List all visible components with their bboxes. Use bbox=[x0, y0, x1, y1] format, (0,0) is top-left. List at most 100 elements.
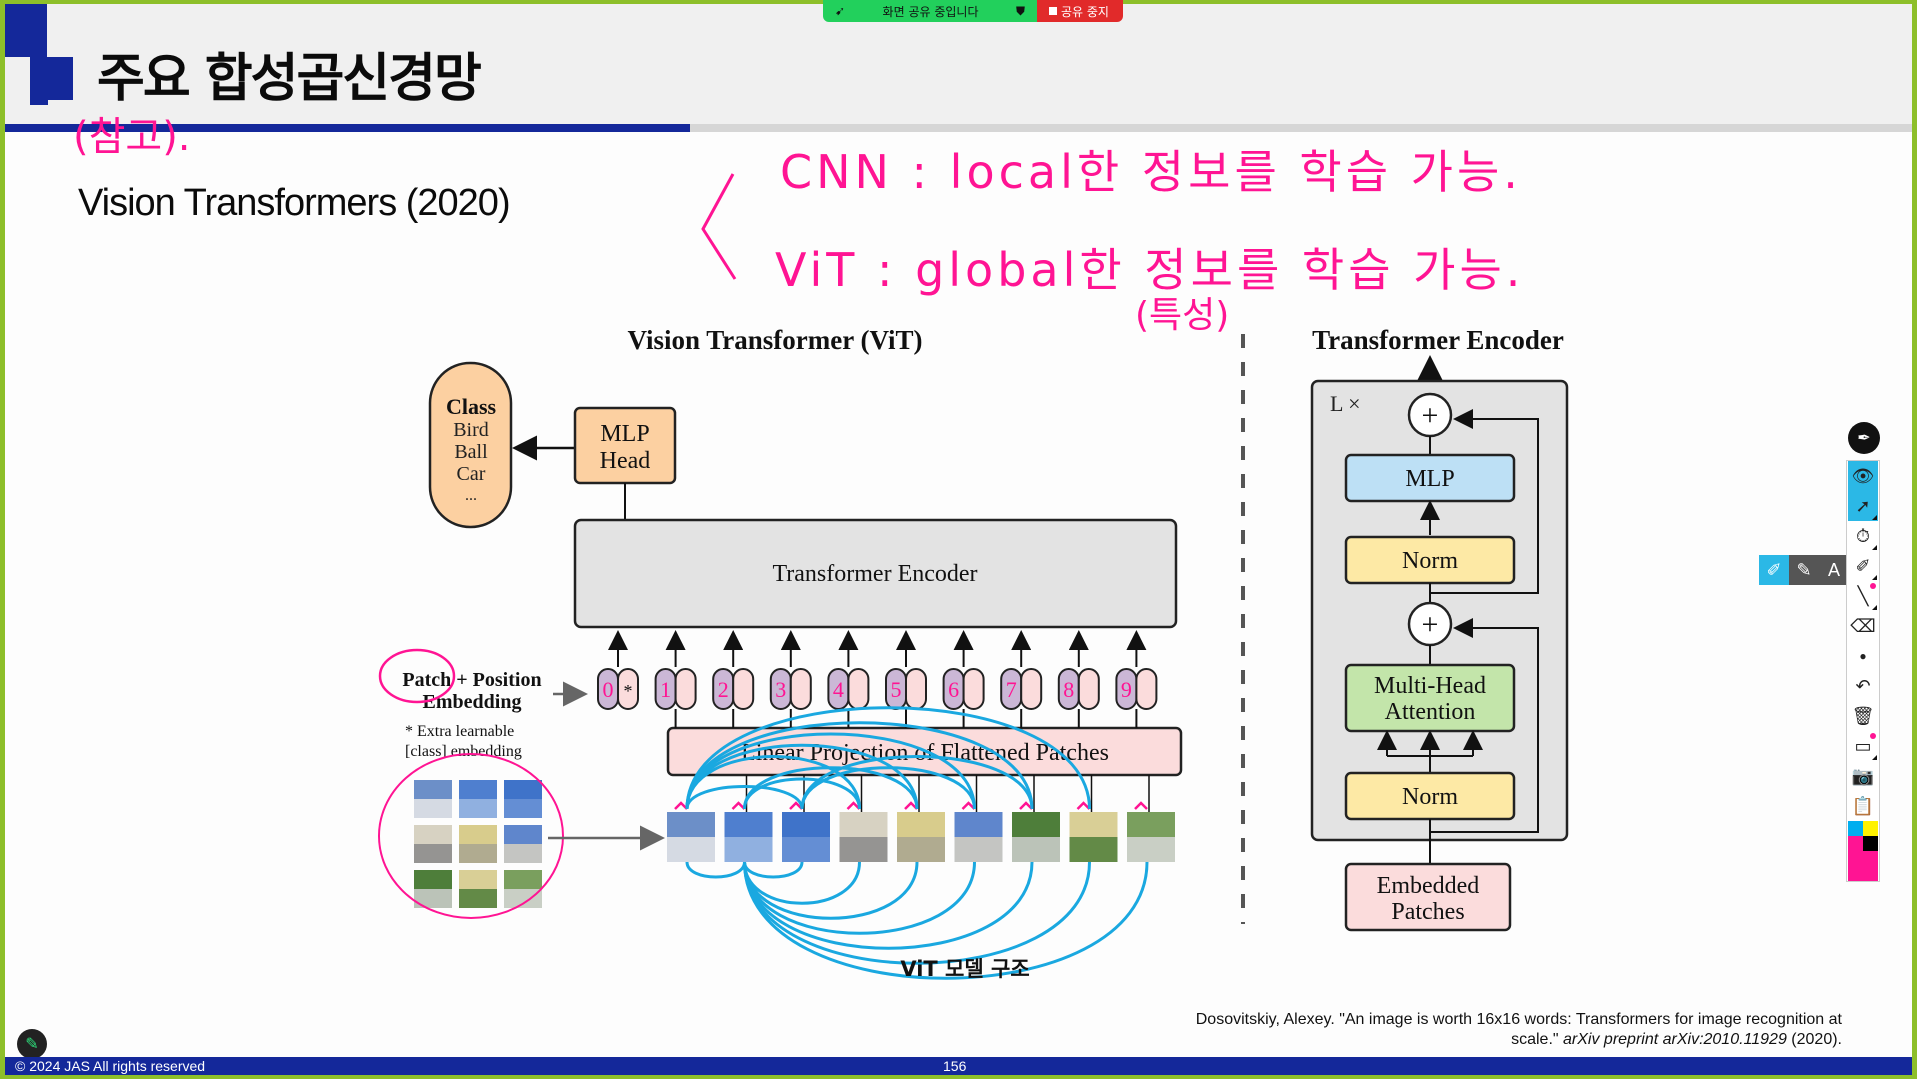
attention-block-label: Attention bbox=[1385, 699, 1476, 725]
image-patch bbox=[1012, 801, 1060, 862]
eye-icon: 👁 bbox=[1851, 465, 1875, 486]
highlighter-icon: ✐ bbox=[1855, 555, 1871, 576]
annotation-vit: ViT : global한 정보를 학습 가능. bbox=[775, 243, 1525, 297]
color-swatch-cyan[interactable] bbox=[1848, 821, 1863, 836]
dot-icon: ● bbox=[1859, 649, 1867, 663]
vit-diagram: Vision Transformer (ViT) Class Bird Ball… bbox=[378, 325, 1569, 981]
token-pair: 5 bbox=[885, 630, 927, 710]
token-pair: 3 bbox=[769, 630, 812, 710]
token-number: 5 bbox=[891, 677, 902, 702]
image-patch bbox=[897, 801, 945, 862]
patch-embedding bbox=[962, 668, 985, 710]
pin-icon[interactable]: ➹ bbox=[835, 4, 846, 18]
highlighter-pen-button[interactable]: ✐ bbox=[1759, 555, 1789, 585]
attention-curve bbox=[743, 861, 804, 879]
delete-button[interactable]: 🗑 bbox=[1848, 701, 1878, 731]
timer-button[interactable]: ⏱ bbox=[1848, 521, 1878, 551]
patch-embedding bbox=[1135, 668, 1158, 710]
grid-cell bbox=[459, 780, 497, 818]
color-swatch-black[interactable] bbox=[1863, 836, 1878, 851]
attention-curve bbox=[743, 766, 919, 810]
attention-block-label: Multi-Head bbox=[1374, 673, 1486, 699]
image-patch bbox=[954, 801, 1003, 862]
check-mark bbox=[904, 801, 918, 810]
patch-embedding bbox=[789, 668, 812, 710]
patch-embedding bbox=[674, 668, 697, 710]
stop-icon bbox=[1049, 7, 1057, 15]
citation-source: arXiv preprint arXiv:2010.11929 bbox=[1563, 1031, 1787, 1048]
token-number: 8 bbox=[1063, 677, 1074, 702]
attention-curve bbox=[800, 755, 1034, 810]
whiteboard-button[interactable]: ▭ bbox=[1848, 731, 1878, 761]
attention-curve bbox=[743, 861, 1149, 980]
clipboard-button[interactable]: 📋 bbox=[1848, 791, 1878, 821]
extra-note: * Extra learnable bbox=[405, 723, 514, 740]
grid-cell bbox=[504, 780, 542, 818]
camera-icon: 📷 bbox=[1851, 765, 1875, 786]
fountain-pen-icon: ✒ bbox=[1857, 430, 1871, 447]
attention-curve bbox=[743, 861, 1034, 950]
patch-embedding bbox=[847, 668, 870, 710]
token-number: 1 bbox=[660, 677, 671, 702]
token-pair: 8 bbox=[1057, 630, 1100, 710]
attention-curve bbox=[743, 861, 1091, 965]
check-mark bbox=[789, 801, 803, 810]
share-status: ➹ 화면 공유 중입니다 ⛊ bbox=[823, 0, 1037, 22]
embedding-label: Patch + Position bbox=[402, 669, 541, 691]
pen-size-button[interactable]: ● bbox=[1848, 641, 1878, 671]
mlp-head-label: Head bbox=[600, 448, 651, 474]
token-pair: 9 bbox=[1115, 630, 1158, 710]
embedding-label: Embedding bbox=[423, 691, 522, 713]
header-accent-bar bbox=[5, 124, 690, 132]
marker-button[interactable]: ✎ bbox=[1789, 555, 1819, 585]
patch-embedding bbox=[1077, 668, 1100, 710]
eraser-button[interactable]: ⌫ bbox=[1848, 611, 1878, 641]
token-pair: 7 bbox=[1000, 630, 1043, 710]
color-swatch-yellow[interactable] bbox=[1863, 821, 1878, 836]
class-item: Car bbox=[457, 463, 486, 485]
mlp-head-label: MLP bbox=[600, 421, 649, 447]
color-palette[interactable] bbox=[1848, 821, 1878, 881]
text-tool-button[interactable]: A bbox=[1819, 555, 1849, 585]
annotation-reference: (참고). bbox=[73, 114, 191, 160]
line-icon: ╲ bbox=[1857, 585, 1869, 606]
select-button[interactable]: ➚ bbox=[1848, 491, 1878, 521]
citation: Dosovitskiy, Alexey. "An image is worth … bbox=[1196, 1010, 1842, 1050]
image-patch bbox=[839, 801, 888, 862]
grid-cell bbox=[414, 780, 452, 818]
grid-cell bbox=[459, 870, 497, 908]
highlighter-icon: ✐ bbox=[1766, 559, 1782, 580]
image-patch bbox=[1127, 801, 1175, 862]
token-number: 6 bbox=[948, 677, 959, 702]
annotation-pen-button[interactable]: ✎ bbox=[17, 1029, 47, 1059]
annotation-circle-grid bbox=[378, 753, 564, 919]
pen-menu-button[interactable]: ✒ bbox=[1848, 422, 1880, 454]
logo-square bbox=[5, 4, 47, 57]
citation-line: scale." arXiv preprint arXiv:2010.11929 … bbox=[1196, 1030, 1842, 1050]
eraser-icon: ⌫ bbox=[1850, 615, 1876, 636]
screenshot-button[interactable]: 📷 bbox=[1848, 761, 1878, 791]
token-number: 9 bbox=[1121, 677, 1132, 702]
patch-embedding bbox=[1020, 668, 1043, 710]
attention-curve bbox=[685, 743, 919, 810]
patch-row bbox=[667, 801, 1175, 862]
stop-share-button[interactable]: 공유 중지 bbox=[1037, 0, 1123, 22]
annotation-toolbar: 👁 ➚ ⏱ ✐ ╲ ⌫ ● ↶ 🗑 ▭ 📷 📋 bbox=[1846, 460, 1880, 882]
embedded-patches-label: Patches bbox=[1391, 899, 1464, 925]
residual-path-top bbox=[1429, 419, 1539, 604]
highlighter-button[interactable]: ✐ bbox=[1848, 551, 1878, 581]
easel-icon: ▭ bbox=[1854, 735, 1872, 756]
token-number: 7 bbox=[1006, 677, 1017, 702]
attention-curve bbox=[743, 861, 919, 920]
line-button[interactable]: ╲ bbox=[1848, 581, 1878, 611]
patch-embedding bbox=[617, 668, 639, 710]
embedded-patches-block bbox=[1344, 862, 1512, 932]
screen-share-bar: ➹ 화면 공유 중입니다 ⛊ 공유 중지 bbox=[823, 0, 1123, 22]
token-number: 3 bbox=[775, 677, 786, 702]
transformer-encoder-label: Transformer Encoder bbox=[772, 561, 977, 587]
patch-embedding bbox=[905, 668, 927, 710]
view-button[interactable]: 👁 bbox=[1848, 461, 1878, 491]
class-heading: Class bbox=[446, 394, 497, 419]
check-mark bbox=[731, 801, 746, 810]
undo-button[interactable]: ↶ bbox=[1848, 671, 1878, 701]
